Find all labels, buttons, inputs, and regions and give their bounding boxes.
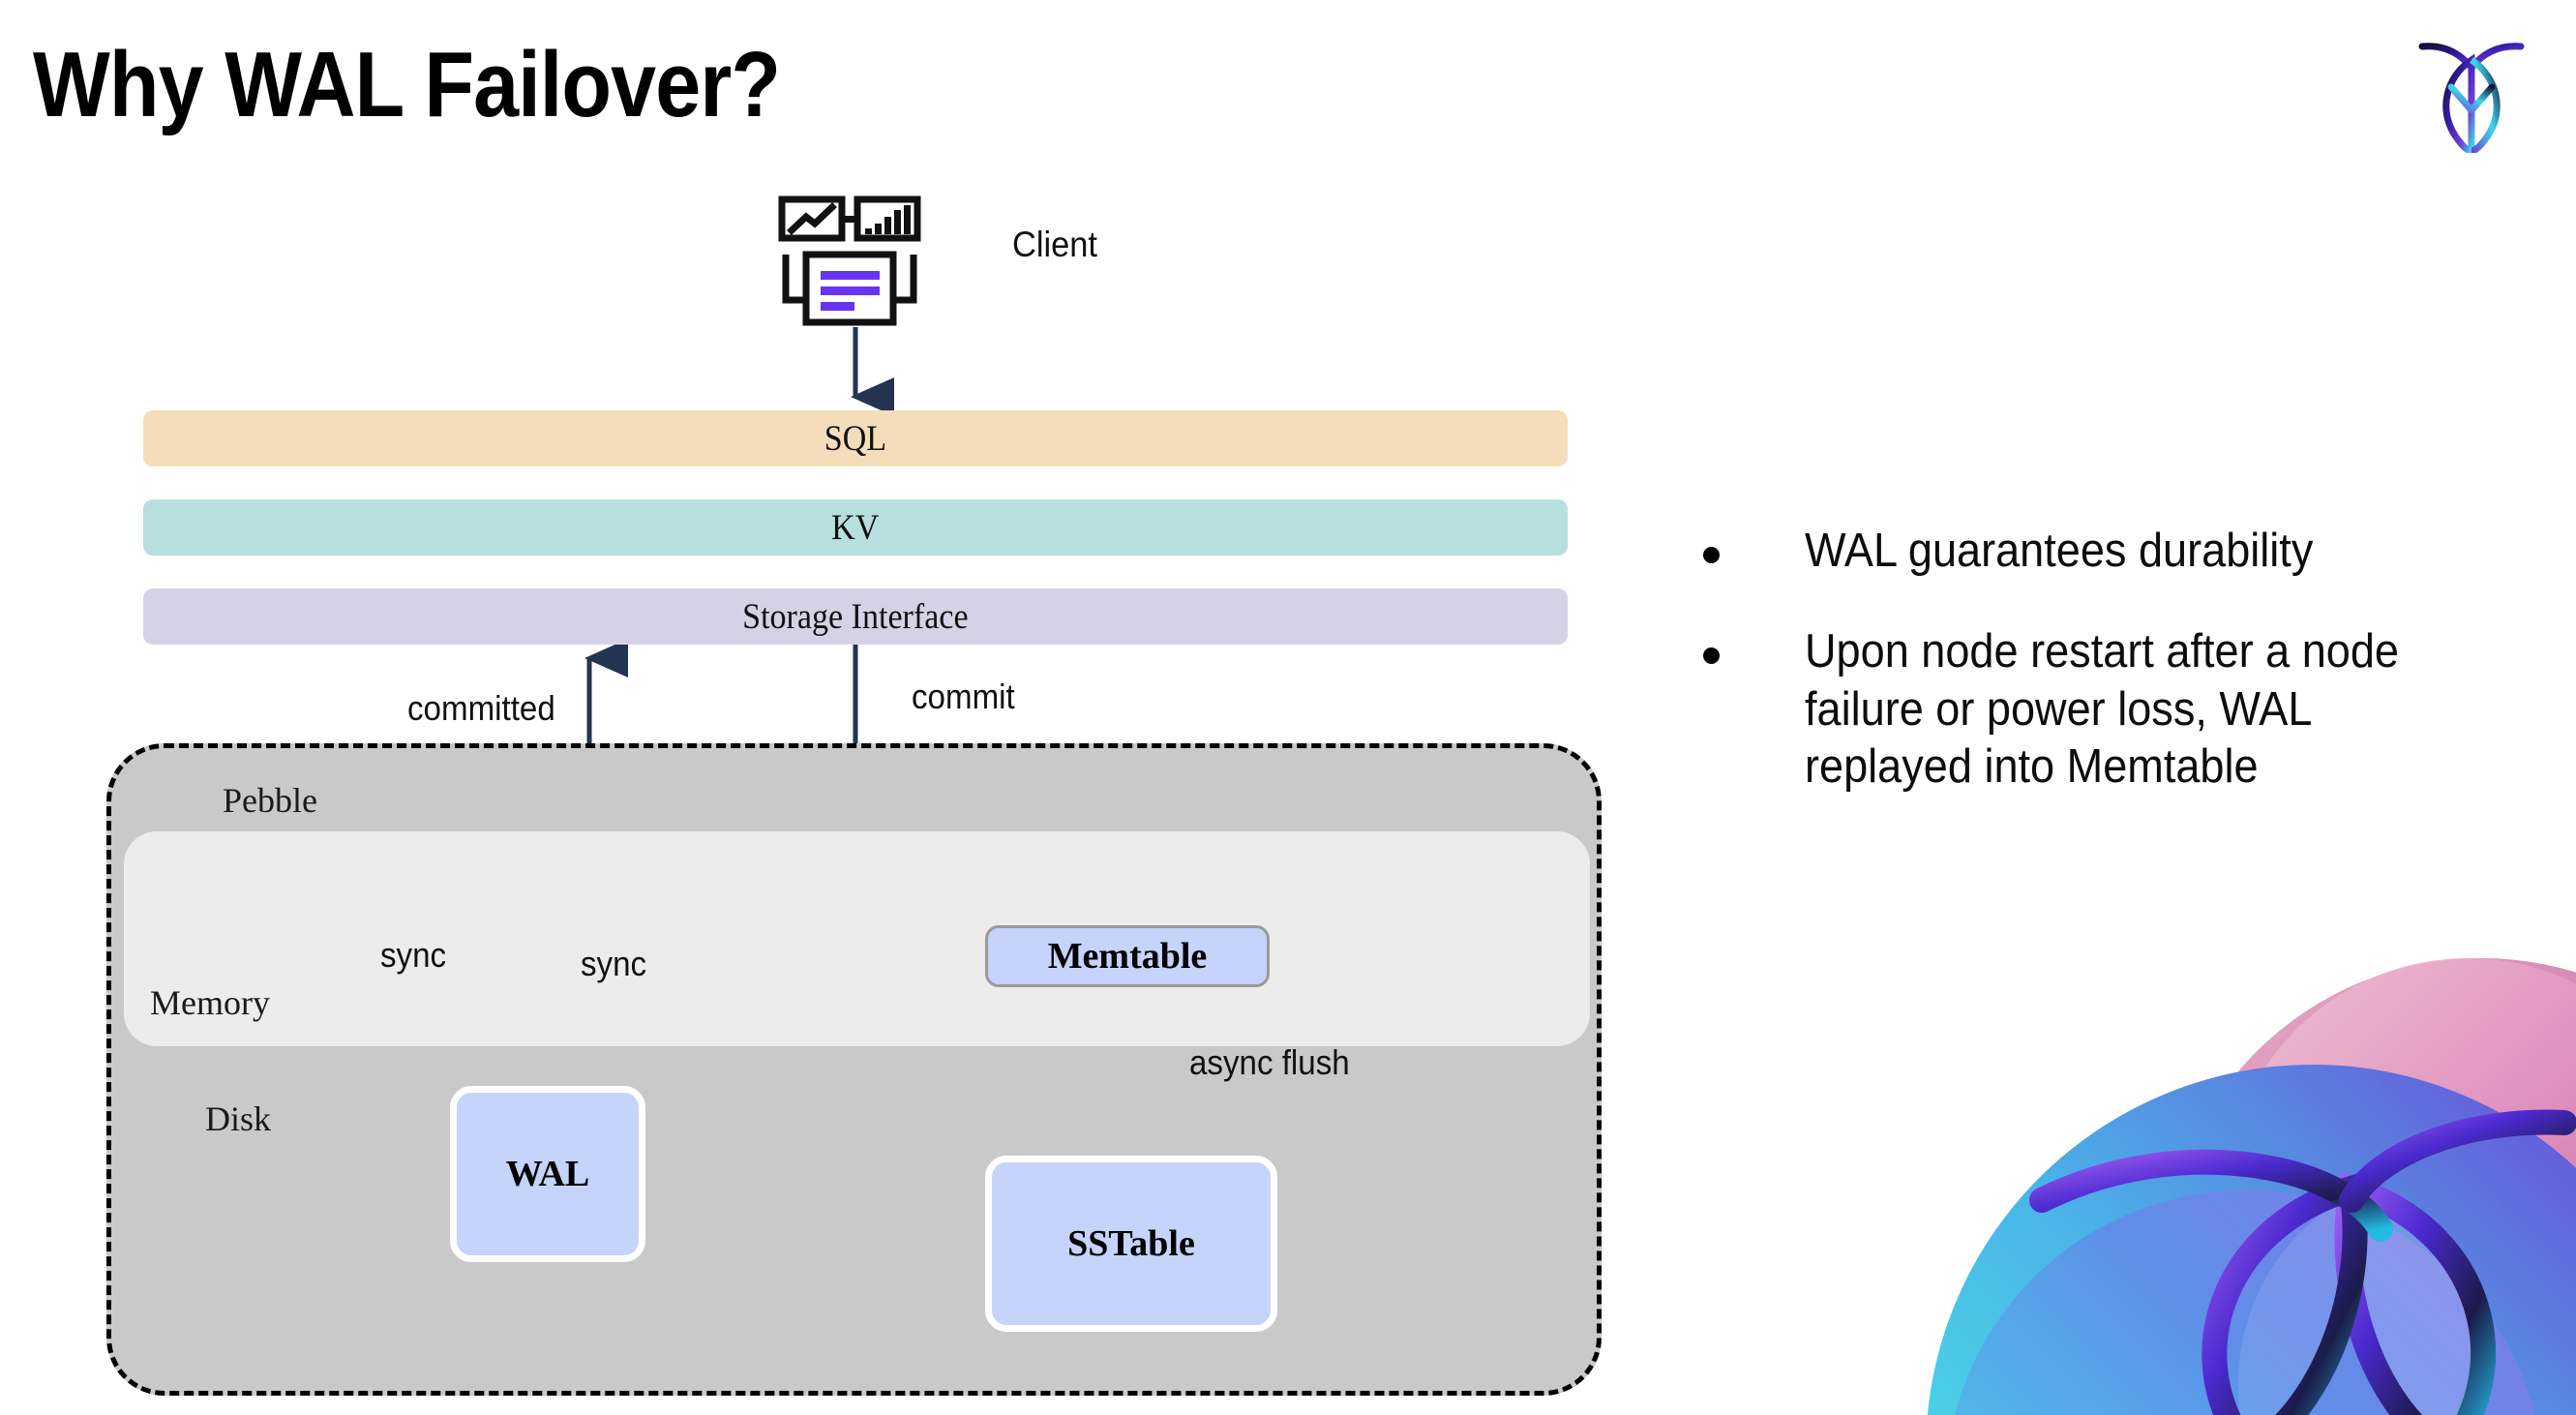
node-memtable[interactable]: Memtable: [985, 925, 1270, 987]
client-label: Client: [1012, 225, 1097, 264]
layer-bar-kv-label: KV: [831, 507, 880, 548]
list-item: WAL guarantees durability: [1703, 523, 2516, 581]
edge-label-async-flush: async flush: [1189, 1042, 1350, 1082]
bullet-list: WAL guarantees durability Upon node rest…: [1703, 523, 2516, 839]
layer-bar-sql-label: SQL: [824, 418, 887, 459]
node-wal[interactable]: WAL: [450, 1086, 645, 1262]
pebble-label: Pebble: [223, 781, 317, 820]
edge-label-committed: committed: [407, 688, 555, 728]
pebble-container: [106, 743, 1602, 1396]
page-title: Why WAL Failover?: [33, 33, 781, 136]
edge-label-commit: commit: [912, 677, 1015, 716]
decorative-graphic: [1926, 910, 2576, 1415]
node-sstable-label: SSTable: [1067, 1223, 1195, 1264]
edge-label-sync-left: sync: [380, 935, 447, 975]
cockroachdb-logo: [2409, 27, 2534, 155]
bullet-dot-icon: [1703, 647, 1720, 664]
bullet-dot-icon: [1703, 547, 1720, 563]
bullet-text: WAL guarantees durability: [1805, 525, 2314, 577]
node-wal-label: WAL: [505, 1154, 590, 1194]
edge-label-sync-right: sync: [581, 944, 647, 983]
disk-label: Disk: [205, 1099, 272, 1138]
layer-bar-storage-interface[interactable]: Storage Interface: [143, 588, 1568, 645]
layer-bar-storage-interface-label: Storage Interface: [742, 596, 969, 637]
node-sstable[interactable]: SSTable: [985, 1156, 1277, 1332]
architecture-diagram: Client SQL KV Storage Interface Pebble M…: [106, 194, 1602, 1396]
bullet-text: Upon node restart after a node failure o…: [1805, 624, 2399, 794]
list-item: Upon node restart after a node failure o…: [1703, 623, 2516, 797]
client-workstation-icon: [774, 194, 924, 327]
memory-region: [124, 831, 1590, 1046]
layer-bar-sql[interactable]: SQL: [143, 410, 1568, 467]
layer-bar-kv[interactable]: KV: [143, 499, 1568, 556]
node-memtable-label: Memtable: [1047, 936, 1208, 977]
memory-label: Memory: [150, 983, 270, 1022]
